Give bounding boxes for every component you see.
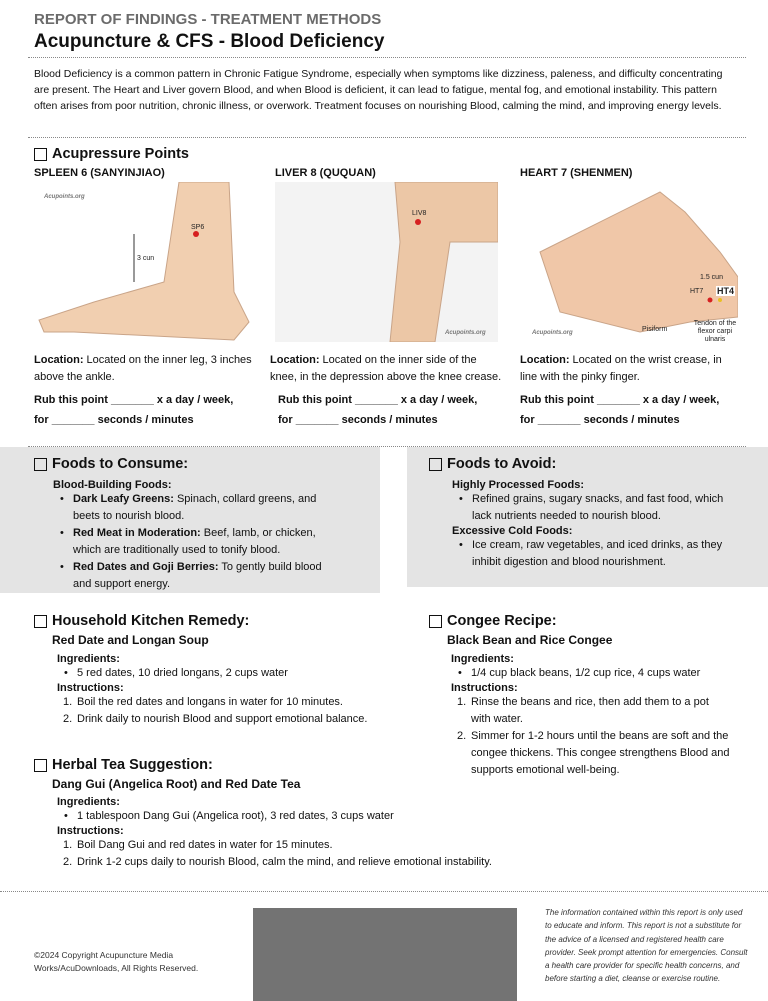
step: 1.Boil Dang Gui and red dates in water f…	[63, 839, 333, 851]
tendon-label: Tendon of the flexor carpi ulnaris	[693, 320, 737, 342]
location-label: Location:	[34, 354, 84, 366]
liver8-illustration: Acupoints.org LIV8	[275, 182, 498, 342]
consume-heading: Foods to Consume:	[34, 456, 188, 472]
step: 1.Boil the red dates and longans in wate…	[63, 696, 343, 708]
subheading: Excessive Cold Foods:	[452, 525, 573, 537]
step: 2.Simmer for 1-2 hours until the beans a…	[457, 730, 730, 776]
step: 2.Drink 1-2 cups daily to nourish Blood,…	[63, 856, 492, 868]
heading-text: Herbal Tea Suggestion:	[52, 757, 213, 773]
foods-avoid-panel: Foods to Avoid: Highly Processed Foods: …	[407, 447, 768, 587]
watermark: Acupoints.org	[445, 330, 486, 336]
copyright: ©2024 Copyright Acupuncture Media Works/…	[34, 950, 199, 973]
checkbox[interactable]	[34, 457, 47, 471]
recipe-name: Red Date and Longan Soup	[52, 633, 209, 647]
divider	[28, 57, 746, 58]
measure-label: 3 cun	[137, 255, 155, 262]
divider	[28, 137, 746, 138]
point-name: LIVER 8 (QUQUAN)	[275, 167, 376, 179]
point-name: HEART 7 (SHENMEN)	[520, 167, 633, 179]
pisiform-label: Pisiform	[642, 326, 668, 333]
point-name: SPLEEN 6 (SANYINJIAO)	[34, 167, 165, 179]
heading-text: Foods to Consume:	[52, 456, 189, 472]
list-item: Dark Leafy Greens: Spinach, collard gree…	[53, 491, 343, 525]
divider	[28, 446, 746, 447]
point-label: SP6	[191, 224, 205, 231]
list-item: 5 red dates, 10 dried longans, 2 cups wa…	[57, 665, 387, 682]
foods-consume-panel: Foods to Consume: Blood-Building Foods: …	[0, 447, 380, 593]
foot-drawing	[38, 182, 250, 341]
location-label: Location:	[520, 354, 570, 366]
point-label: HT7	[690, 288, 704, 295]
point-label: HT4	[716, 286, 736, 296]
acupressure-heading: Acupressure Points	[34, 146, 189, 162]
tea-body: Ingredients: 1 tablespoon Dang Gui (Ange…	[57, 796, 557, 871]
avoid-heading: Foods to Avoid:	[429, 456, 556, 472]
checkbox[interactable]	[34, 614, 47, 628]
heading-text: Congee Recipe:	[447, 613, 557, 629]
list-item: Red Meat in Moderation: Beef, lamb, or c…	[53, 525, 343, 559]
step: 2.Drink daily to nourish Blood and suppo…	[63, 713, 368, 725]
instructions-label: Instructions:	[57, 825, 124, 837]
measure-label: 1.5 cun	[700, 274, 723, 281]
remedy-heading: Household Kitchen Remedy:	[34, 613, 249, 629]
rub-duration[interactable]: for _______ seconds / minutes	[34, 414, 194, 426]
subheading: Highly Processed Foods:	[452, 479, 585, 491]
heading-text: Acupressure Points	[52, 146, 189, 162]
rub-frequency[interactable]: Rub this point _______ x a day / week,	[278, 394, 478, 406]
location-text: Location: Located on the inner leg, 3 in…	[34, 352, 254, 386]
list-item: 1 tablespoon Dang Gui (Angelica root), 3…	[57, 808, 557, 825]
subheading: Blood-Building Foods:	[53, 479, 172, 491]
congee-body: Ingredients: 1/4 cup black beans, 1/2 cu…	[451, 653, 731, 779]
ingredients-label: Ingredients:	[57, 796, 120, 808]
checkbox[interactable]	[429, 614, 442, 628]
location-text: Location: Located on the wrist crease, i…	[520, 352, 740, 386]
list-item: Ice cream, raw vegetables, and iced drin…	[452, 537, 742, 571]
ingredients-label: Ingredients:	[57, 653, 120, 665]
footer-logo-placeholder	[253, 908, 517, 1001]
location-value: Located on the inner leg, 3 inches above…	[34, 354, 252, 383]
checkbox[interactable]	[34, 147, 47, 161]
heading-text: Household Kitchen Remedy:	[52, 613, 250, 629]
disclaimer: The information contained within this re…	[545, 908, 748, 984]
step: 1.Rinse the beans and rice, then add the…	[457, 696, 709, 725]
list-item: Refined grains, sugary snacks, and fast …	[452, 491, 742, 525]
leg-drawing	[389, 182, 498, 342]
point-label: LIV8	[412, 210, 427, 217]
rub-frequency[interactable]: Rub this point _______ x a day / week,	[520, 394, 720, 406]
recipe-name: Black Bean and Rice Congee	[447, 633, 613, 647]
remedy-body: Ingredients: 5 red dates, 10 dried longa…	[57, 653, 387, 728]
instructions-label: Instructions:	[57, 682, 124, 694]
tea-heading: Herbal Tea Suggestion:	[34, 757, 213, 773]
heart7-illustration: Acupoints.org 1.5 cun HT7 HT4 Pisiform T…	[520, 182, 738, 342]
location-value: Located on the wrist crease, in line wit…	[520, 354, 722, 383]
checkbox[interactable]	[429, 457, 442, 471]
location-value: Located on the inner side of the knee, i…	[270, 354, 502, 383]
consume-list: Dark Leafy Greens: Spinach, collard gree…	[53, 491, 343, 593]
instructions-label: Instructions:	[451, 682, 518, 694]
list-item: 1/4 cup black beans, 1/2 cup rice, 4 cup…	[451, 665, 731, 682]
report-kicker: REPORT OF FINDINGS - TREATMENT METHODS	[34, 11, 382, 28]
list-item: Red Dates and Goji Berries: To gently bu…	[53, 559, 343, 593]
watermark: Acupoints.org	[532, 330, 573, 336]
spleen6-illustration: Acupoints.org SP6 3 cun	[34, 182, 252, 342]
ingredients-label: Ingredients:	[451, 653, 514, 665]
hand-drawing	[539, 191, 738, 333]
location-label: Location:	[270, 354, 320, 366]
rub-duration[interactable]: for _______ seconds / minutes	[278, 414, 438, 426]
checkbox[interactable]	[34, 758, 47, 772]
rub-frequency[interactable]: Rub this point _______ x a day / week,	[34, 394, 234, 406]
divider	[0, 891, 768, 892]
location-text: Location: Located on the inner side of t…	[270, 352, 506, 386]
recipe-name: Dang Gui (Angelica Root) and Red Date Te…	[52, 777, 301, 791]
rub-duration[interactable]: for _______ seconds / minutes	[520, 414, 680, 426]
heading-text: Foods to Avoid:	[447, 456, 557, 472]
intro-text: Blood Deficiency is a common pattern in …	[34, 68, 723, 112]
congee-heading: Congee Recipe:	[429, 613, 557, 629]
page-title: Acupuncture & CFS - Blood Deficiency	[34, 31, 385, 52]
watermark: Acupoints.org	[44, 194, 85, 200]
